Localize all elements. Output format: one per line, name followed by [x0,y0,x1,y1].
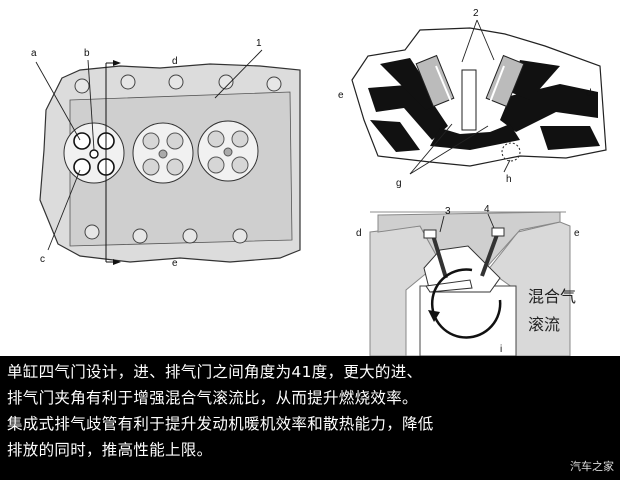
label-b: b [84,48,90,59]
label-2: 2 [473,8,479,19]
mixture-label-line2: 滚流 [528,315,560,334]
engine-illustration: a b c d e 1 2 d e g h [31,8,607,356]
caption-line-1: 单缸四气门设计，进、排气门之间角度为41度，更大的进、 [7,363,423,381]
label-1: 1 [256,38,262,49]
label-e-swirl: e [574,228,580,239]
label-d-swirl: d [356,228,362,239]
label-d-section: d [586,88,592,99]
label-h: h [506,174,512,185]
caption-line-2: 排气门夹角有利于增强混合气滚流比，从而提升燃烧效率。 [7,389,418,407]
label-4: 4 [484,204,490,215]
label-d-top: d [172,56,178,67]
tumble-flow-drawing [369,211,571,356]
label-i: i [500,344,502,355]
label-a: a [31,48,37,59]
cross-section-drawing [351,19,607,175]
caption-line-3: 集成式排气歧管有利于提升发动机暖机效率和散热能力，降低 [7,415,434,433]
cylinder-head-drawing [35,49,301,265]
label-c: c [40,254,45,265]
caption-line-4: 排放的同时，推高性能上限。 [7,441,213,459]
label-e-bottom: e [172,258,178,269]
label-3: 3 [445,206,451,217]
caption-panel: 单缸四气门设计，进、排气门之间角度为41度，更大的进、 排气门夹角有利于增强混合… [0,356,620,480]
watermark: 汽车之家 [570,460,614,473]
label-e-section: e [338,90,344,101]
mixture-label-line1: 混合气 [528,287,576,306]
label-g: g [396,178,402,189]
